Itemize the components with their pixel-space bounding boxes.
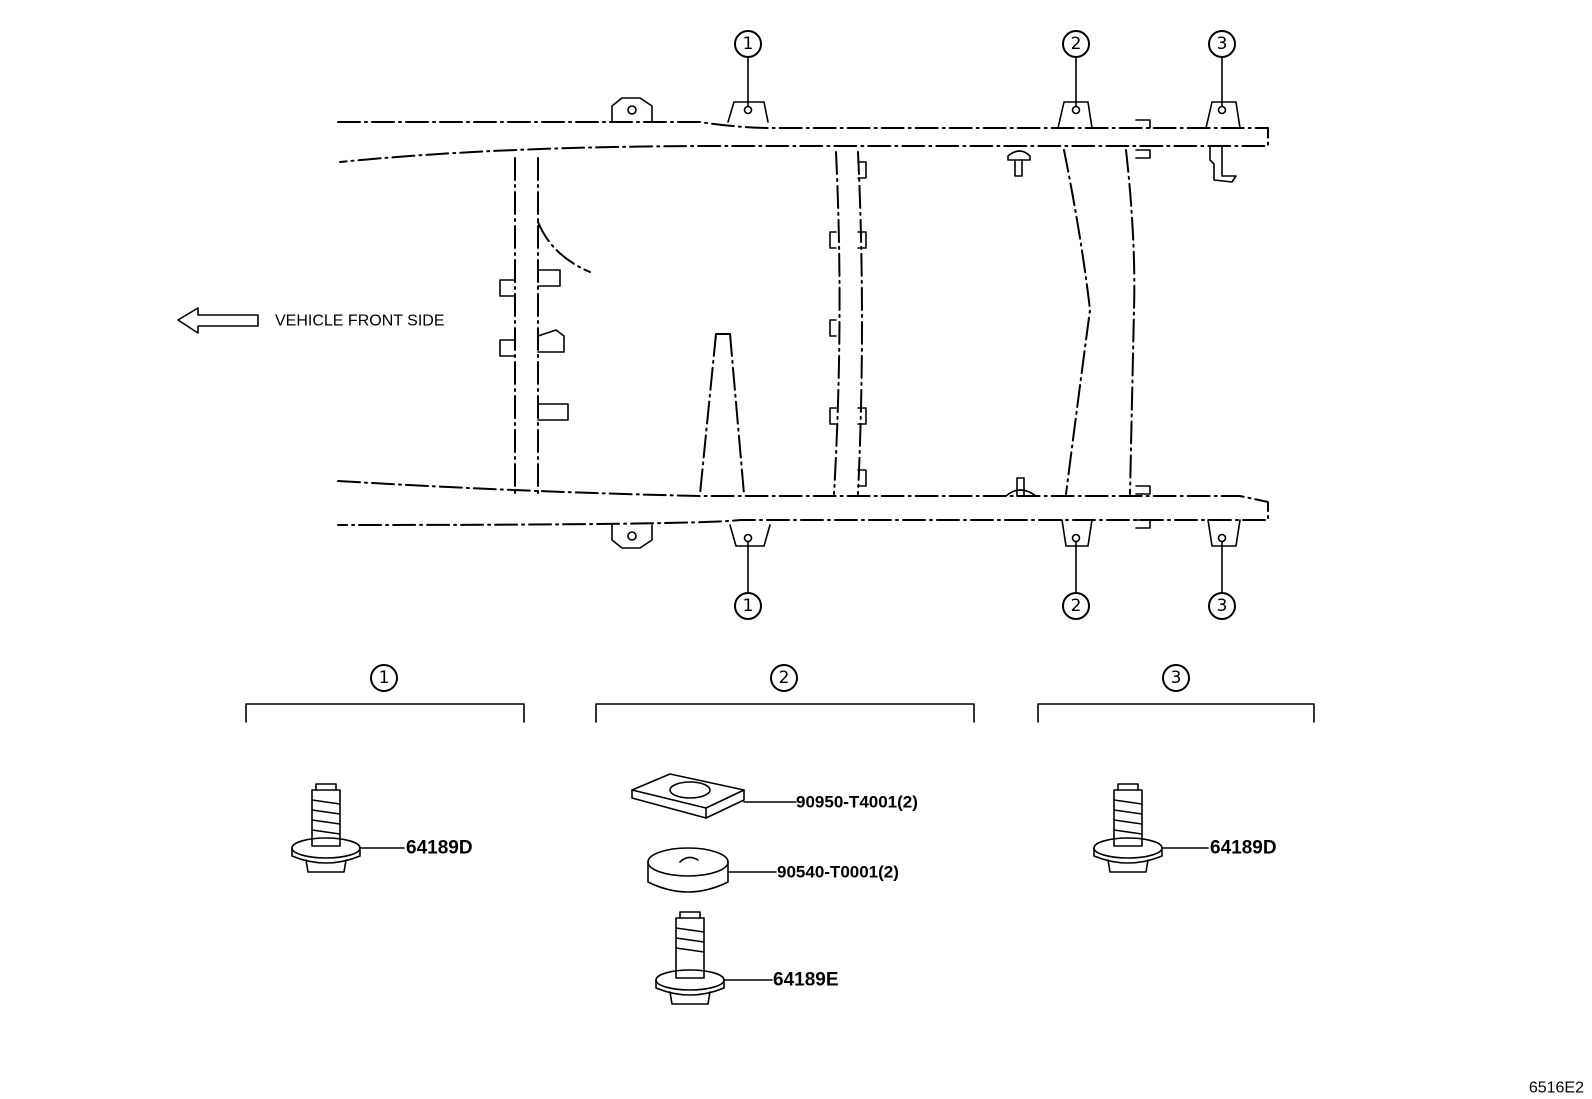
svg-text:3: 3 [1217, 34, 1228, 54]
vehicle-frame [337, 97, 1269, 549]
svg-text:2: 2 [1071, 596, 1082, 616]
group-1-marker: 1 [379, 668, 390, 688]
flange-bolt-icon [1093, 783, 1163, 873]
part-number-64189E: 64189E [773, 970, 839, 991]
position-marker-2-bottom [1062, 592, 1090, 620]
svg-text:3: 3 [1217, 596, 1228, 616]
part-number-64189D-group-3: 64189D [1210, 838, 1277, 859]
group-2-marker: 2 [779, 668, 790, 688]
group-1-bracket [245, 703, 525, 723]
part-number-64189D-group-1: 64189D [406, 838, 473, 859]
group-3-bracket [1037, 703, 1315, 723]
round-cushion-icon [647, 847, 729, 893]
parts-group-1: 1 64189D [245, 664, 525, 873]
part-number-90540-T0001: 90540-T0001(2) [777, 863, 899, 882]
figure-code: 6516E2 [1529, 1080, 1584, 1097]
square-washer-icon [631, 773, 745, 819]
part-number-90950-T4001: 90950-T4001(2) [796, 793, 918, 812]
flange-bolt-icon [291, 783, 361, 873]
svg-text:1: 1 [743, 34, 754, 54]
position-marker-1-bottom [734, 592, 762, 620]
svg-text:2: 2 [1071, 34, 1082, 54]
position-marker-3-bottom [1208, 592, 1236, 620]
position-marker-3-top [1208, 30, 1236, 58]
flange-bolt-icon [655, 911, 725, 1005]
parts-group-2: 2 90950-T4001(2) 90540-T0001(2) [595, 664, 975, 1005]
parts-group-3: 3 64189D [1037, 664, 1315, 873]
group-2-bracket [595, 703, 975, 723]
frame-position-markers: 1 2 3 1 2 3 [734, 30, 1236, 620]
group-3-marker: 3 [1171, 668, 1182, 688]
direction-label: VEHICLE FRONT SIDE [275, 313, 445, 330]
vehicle-front-arrow: VEHICLE FRONT SIDE [177, 307, 445, 334]
position-marker-2-top [1062, 30, 1090, 58]
left-arrow-icon [177, 307, 259, 334]
svg-text:1: 1 [743, 596, 754, 616]
position-marker-1-top [734, 30, 762, 58]
